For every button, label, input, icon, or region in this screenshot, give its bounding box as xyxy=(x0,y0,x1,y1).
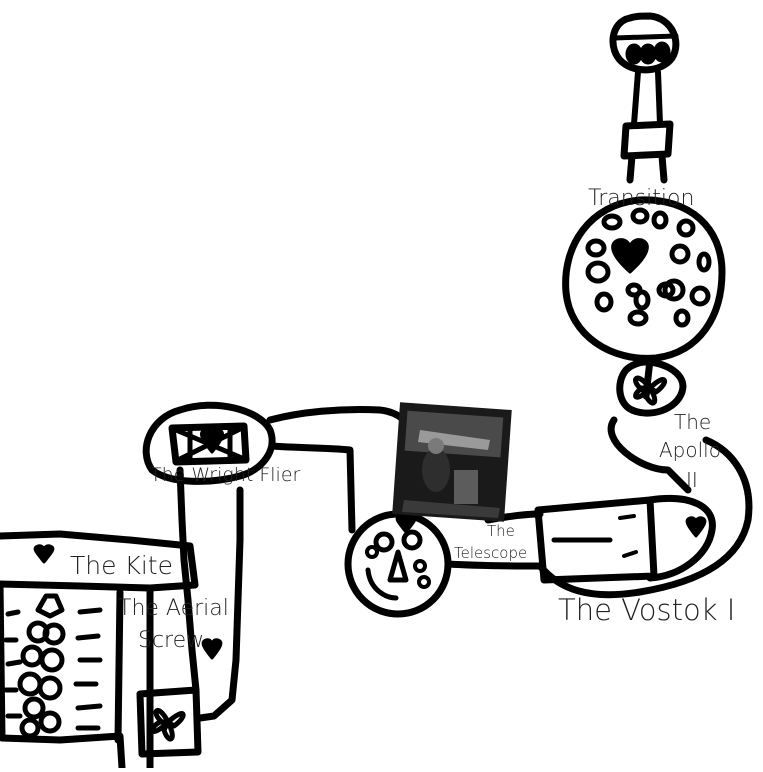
heart-icon xyxy=(395,514,417,534)
telescope-label-line2: Telescope xyxy=(454,544,528,562)
apollo-label-line2: Apollo xyxy=(659,438,721,462)
flower-icon xyxy=(633,375,667,406)
chain-icon xyxy=(17,593,66,739)
vostok-label: The Vostok I xyxy=(558,593,736,627)
heart-icon xyxy=(33,544,55,564)
heart-icon xyxy=(201,638,223,660)
smiley-face-icon xyxy=(344,510,452,618)
heart-icon xyxy=(611,238,649,274)
heart-icon xyxy=(200,428,224,454)
apollo-label-line1: The xyxy=(674,410,712,434)
kite-building xyxy=(0,530,199,772)
kite-label: The Kite xyxy=(70,551,173,580)
aerial-screw-tube xyxy=(136,466,244,758)
apollo-tube xyxy=(607,356,692,494)
aerial-screw-label-line1: The Aerial xyxy=(118,596,229,621)
telescope-photo xyxy=(392,402,512,522)
apollo-label-line3: II xyxy=(686,468,698,492)
heart-icon xyxy=(685,516,707,538)
flower-icon xyxy=(150,708,186,742)
transition-node xyxy=(562,196,726,362)
vostok-node xyxy=(534,436,753,599)
aerial-screw-label-line2: Screw xyxy=(138,628,205,653)
transition-label: Transition xyxy=(588,186,695,211)
person-figure xyxy=(609,12,680,184)
wright-flier-node xyxy=(142,401,276,485)
telescope-label-line1: The xyxy=(487,522,515,540)
wright-flier-label: The Wright Flier xyxy=(150,464,301,486)
